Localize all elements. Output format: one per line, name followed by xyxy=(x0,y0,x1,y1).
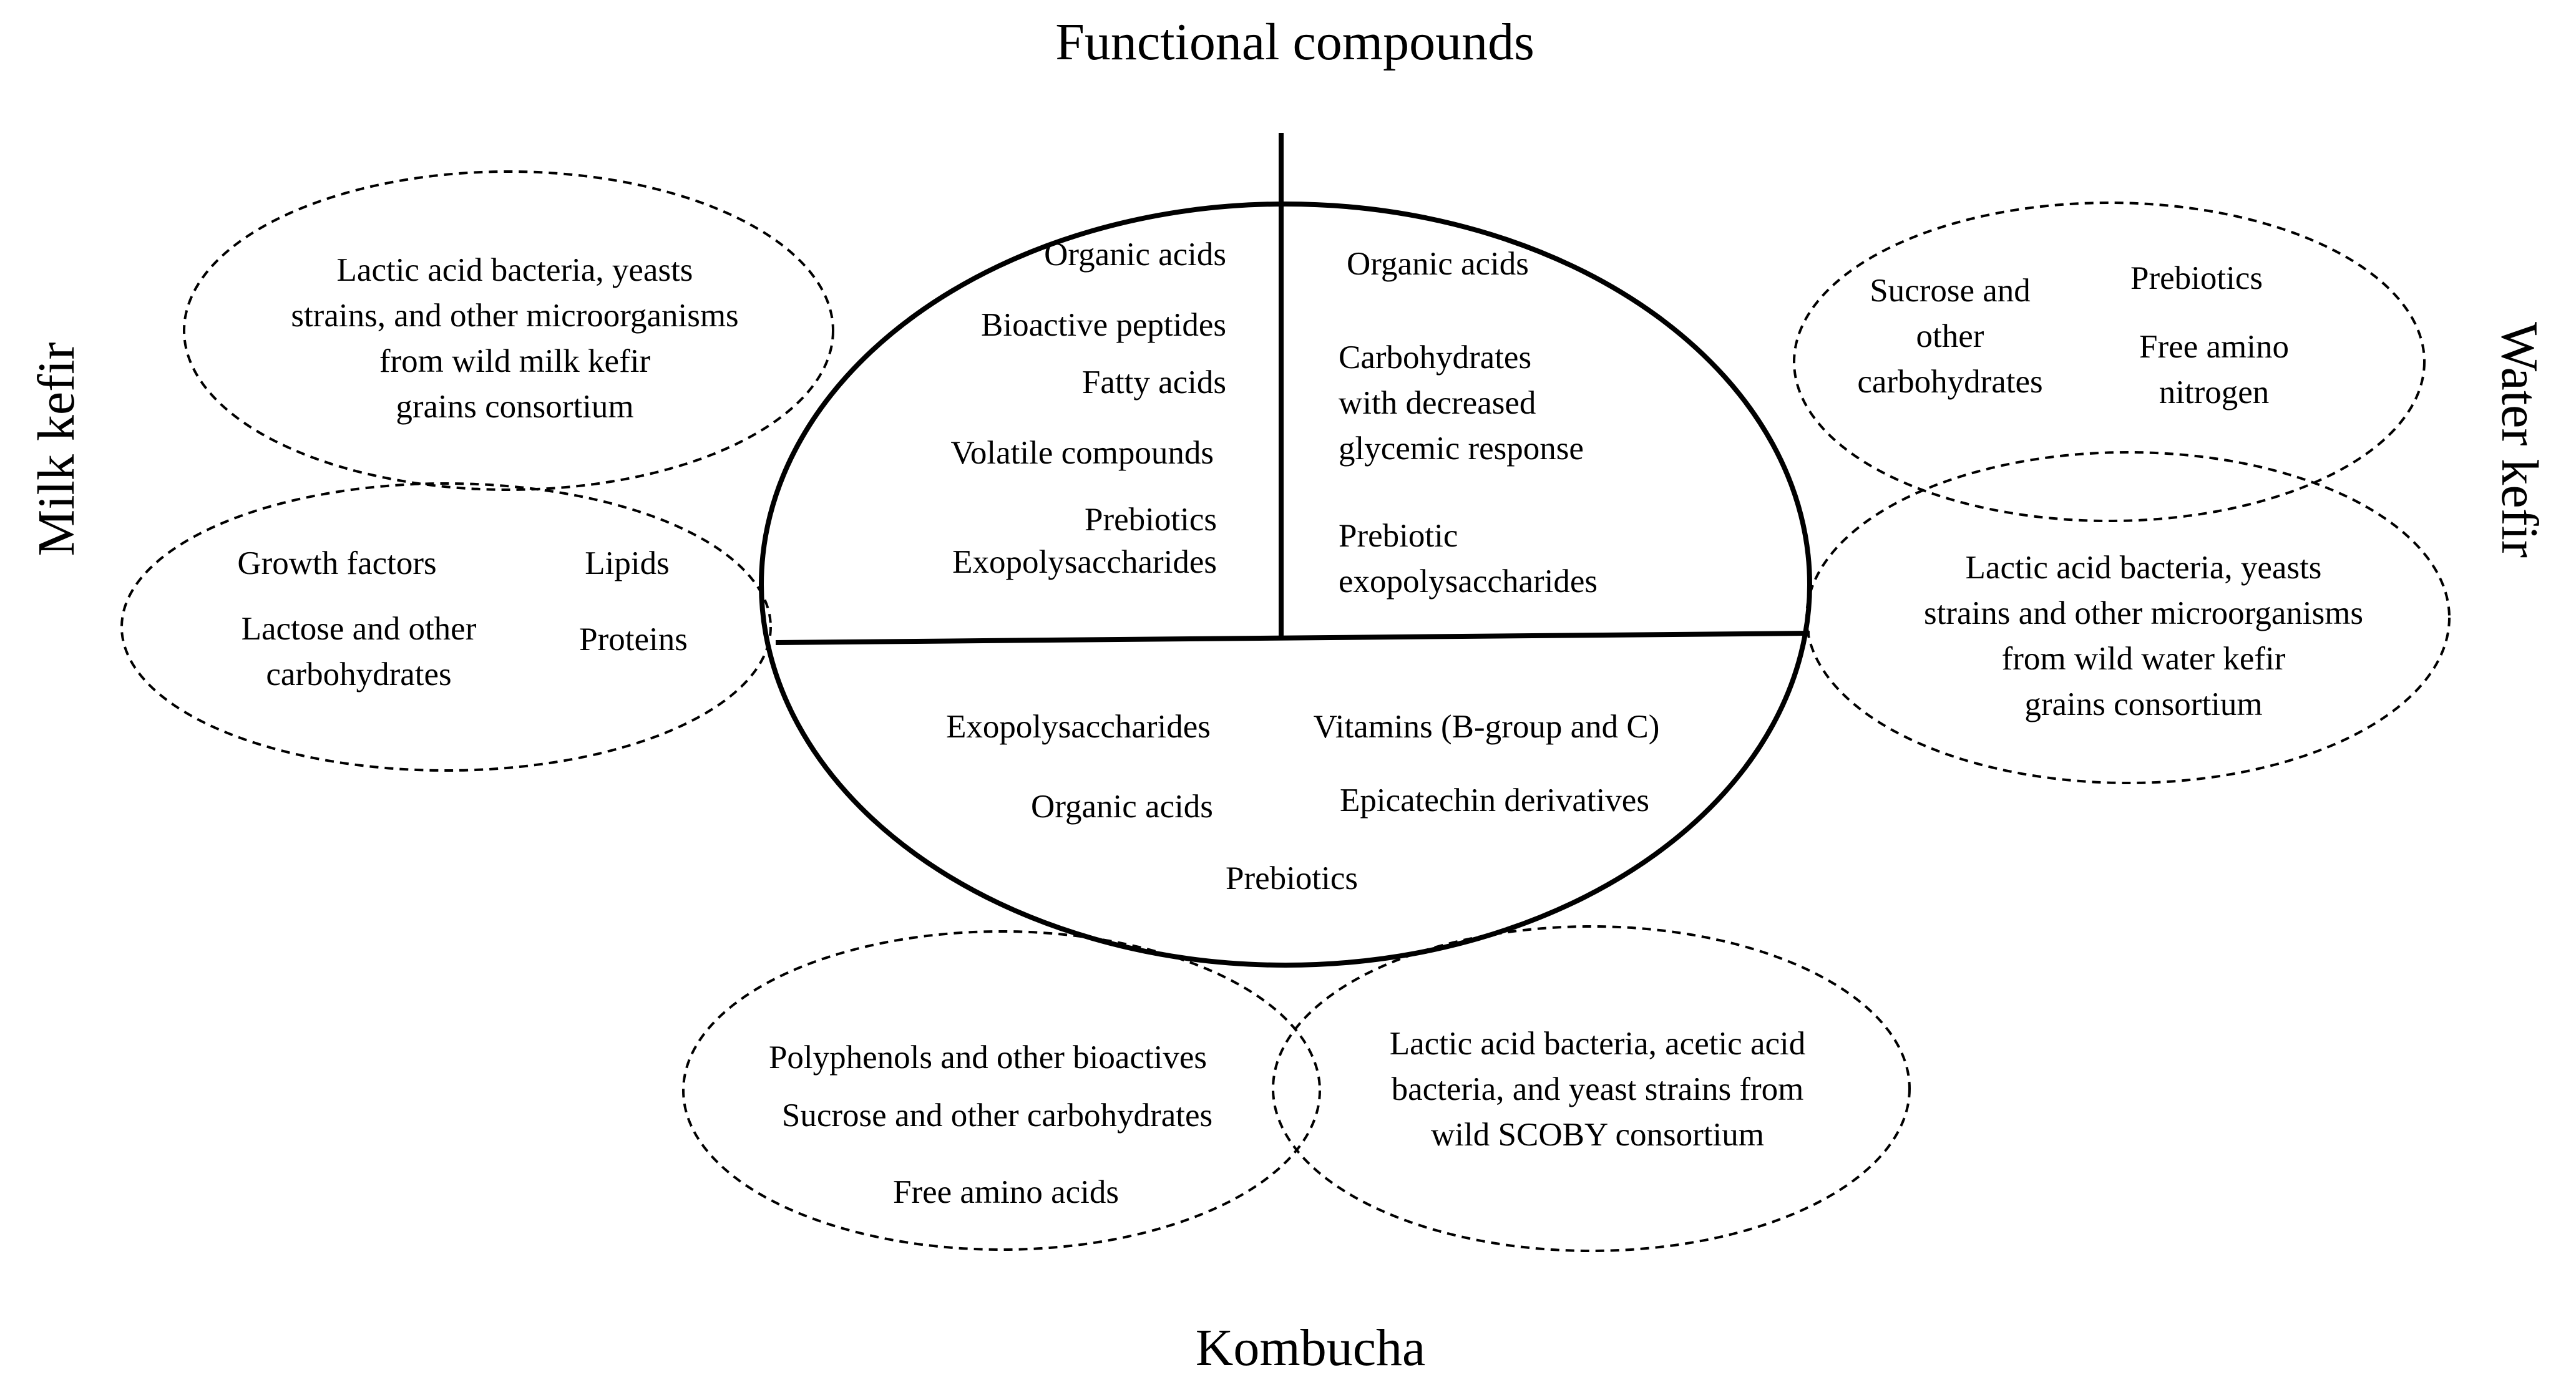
wk-carbs-line3: glycemic response xyxy=(1339,430,1584,467)
mk-microbes-line1: Lactic acid bacteria, yeasts xyxy=(337,252,693,288)
wk-sucrose-line1: Sucrose and xyxy=(1870,273,2031,309)
kombucha-microbes-ellipse xyxy=(1272,925,1911,1252)
mk-prebiotics: Prebiotics xyxy=(1085,502,1217,538)
title-milk-kefir: Milk kefir xyxy=(27,343,85,556)
mk-microbes-line2: strains, and other microorganisms xyxy=(291,298,738,334)
mk-exopolysaccharides: Exopolysaccharides xyxy=(952,544,1217,580)
wk-prebiotic-line1: Prebiotic xyxy=(1339,518,1458,554)
title-functional-compounds: Functional compounds xyxy=(1055,13,1534,71)
title-kombucha: Kombucha xyxy=(1196,1319,1426,1377)
milk-kefir-microbes-ellipse xyxy=(183,170,834,491)
mk-growth-factors: Growth factors xyxy=(237,545,436,581)
central-ellipse xyxy=(759,202,1812,968)
horizontal-divider xyxy=(775,631,1810,645)
water-kefir-substrates-ellipse xyxy=(1793,202,2426,522)
kb-vitamins: Vitamins (B-group and C) xyxy=(1314,709,1660,745)
wk-microbes-line1: Lactic acid bacteria, yeasts xyxy=(1966,550,2322,586)
kombucha-substrates-ellipse xyxy=(682,930,1321,1251)
wk-prebiotics: Prebiotics xyxy=(2130,260,2263,296)
wk-prebiotic-line2: exopolysaccharides xyxy=(1339,563,1598,600)
kb-epicatechin: Epicatechin derivatives xyxy=(1340,782,1649,819)
wk-amino-line2: nitrogen xyxy=(2159,374,2270,411)
wk-microbes-line4: grains consortium xyxy=(2024,686,2262,722)
mk-microbes-line4: grains consortium xyxy=(396,389,633,425)
mk-lipids: Lipids xyxy=(585,545,669,581)
kb-polyphenols: Polyphenols and other bioactives xyxy=(769,1039,1207,1076)
mk-proteins: Proteins xyxy=(579,621,688,658)
wk-organic-acids: Organic acids xyxy=(1347,246,1529,282)
wk-carbs-line2: with decreased xyxy=(1339,385,1536,421)
wk-amino-line1: Free amino xyxy=(2139,329,2289,365)
kb-organic-acids: Organic acids xyxy=(1031,789,1213,825)
wk-sucrose-line3: carbohydrates xyxy=(1857,364,2042,400)
title-water-kefir: Water kefir xyxy=(2491,322,2549,558)
kb-microbes-line2: bacteria, and yeast strains from xyxy=(1392,1071,1804,1107)
kb-microbes-line1: Lactic acid bacteria, acetic acid xyxy=(1390,1026,1805,1062)
mk-fatty-acids: Fatty acids xyxy=(1082,364,1226,401)
mk-lactose-line2: carbohydrates xyxy=(266,656,451,692)
mk-bioactive-peptides: Bioactive peptides xyxy=(981,307,1226,343)
kb-prebiotics: Prebiotics xyxy=(1226,860,1358,897)
milk-kefir-substrates-ellipse xyxy=(120,482,772,772)
mk-organic-acids: Organic acids xyxy=(1044,236,1226,273)
kb-microbes-line3: wild SCOBY consortium xyxy=(1431,1117,1764,1153)
kb-sucrose: Sucrose and other carbohydrates xyxy=(782,1097,1212,1134)
wk-microbes-line2: strains and other microorganisms xyxy=(1924,595,2363,631)
wk-sucrose-line2: other xyxy=(1916,318,1984,354)
mk-volatile-compounds: Volatile compounds xyxy=(950,435,1214,471)
kb-exopolysaccharides: Exopolysaccharides xyxy=(946,709,1211,745)
mk-lactose-line1: Lactose and other xyxy=(242,611,477,647)
kb-amino-acids: Free amino acids xyxy=(893,1174,1119,1210)
mk-microbes-line3: from wild milk kefir xyxy=(379,343,651,379)
wk-carbs-line1: Carbohydrates xyxy=(1339,339,1531,376)
wk-microbes-line3: from wild water kefir xyxy=(2002,641,2286,677)
